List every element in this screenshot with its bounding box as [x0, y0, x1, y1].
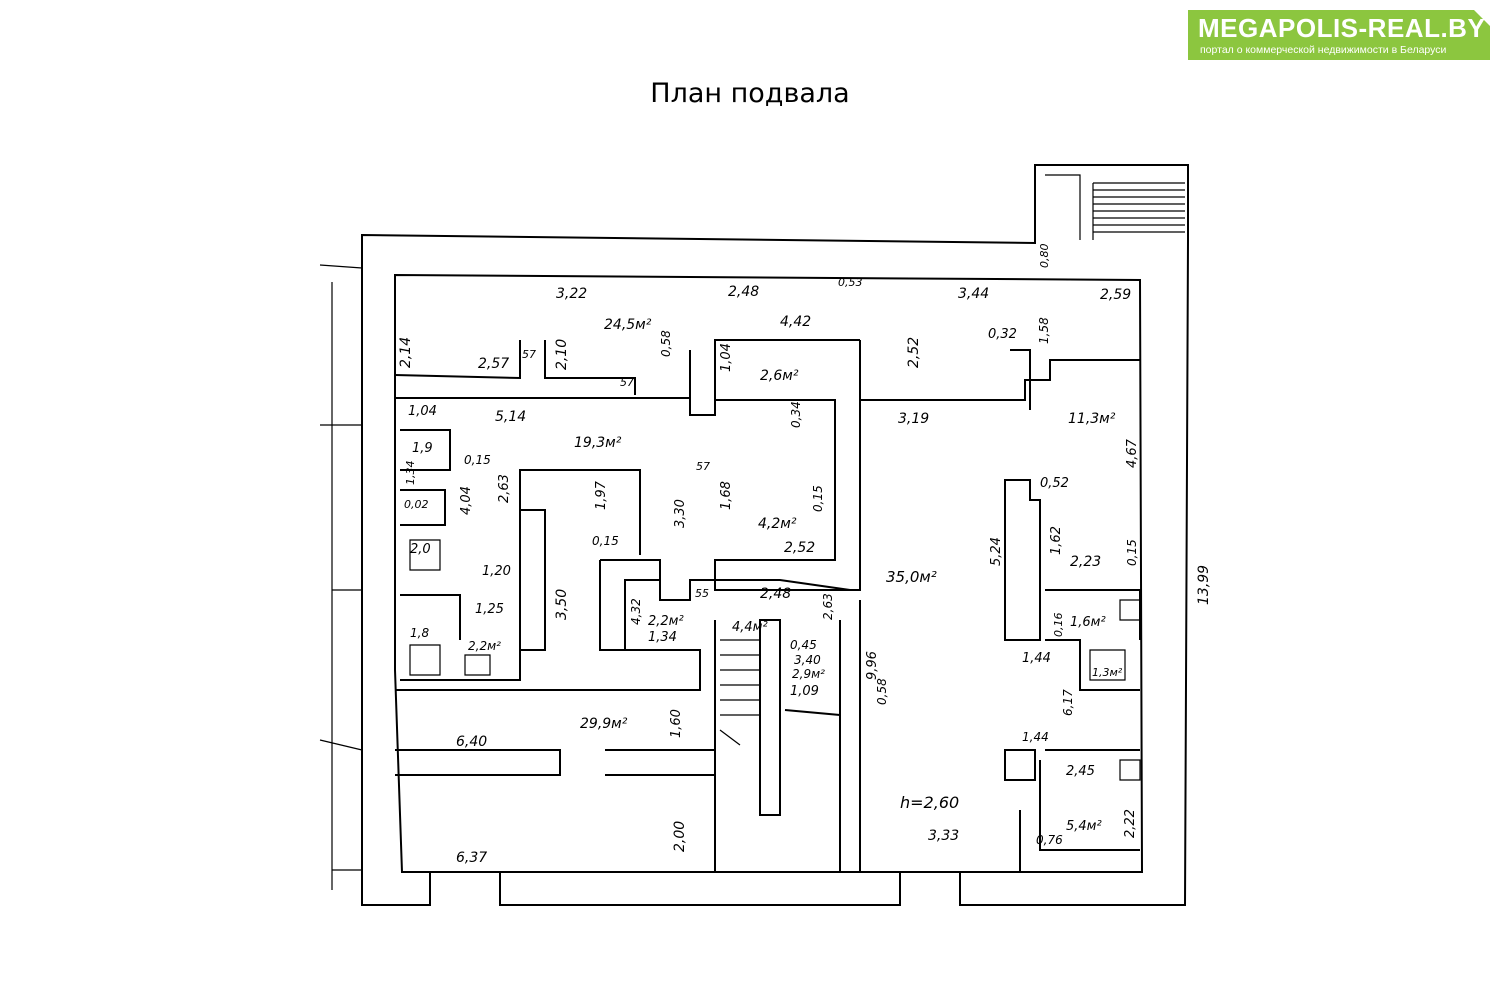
dim-label: 1,8: [410, 626, 429, 640]
dim-label: 1,09: [790, 684, 819, 699]
dim-label: 3,44: [958, 286, 989, 302]
dim-label: 0,15: [592, 534, 619, 548]
dim-label: 57: [522, 348, 536, 361]
inner-walls: [394, 339, 1141, 872]
dim-label: 1,9: [412, 441, 433, 456]
dim-label: 57: [620, 376, 634, 389]
dim-label: 2,2м²: [468, 639, 501, 653]
dim-label: 5,4м²: [1066, 819, 1102, 834]
dim-label: 1,04: [408, 404, 437, 419]
dim-label: 5,24: [989, 537, 1004, 566]
dim-label: 3,22: [556, 286, 587, 302]
dim-label: 3,40: [794, 653, 821, 667]
dim-label: 55: [695, 587, 709, 600]
dim-label: 1,44: [1022, 730, 1049, 744]
dim-label: 2,9м²: [792, 667, 825, 681]
dim-label: 1,20: [482, 564, 511, 579]
dim-label: 3,30: [673, 499, 688, 528]
dimension-labels: 3,22 2,48 0,53 3,44 0,80 2,59 2,14 2,57 …: [398, 244, 1212, 867]
dim-label: 4,67: [1125, 438, 1140, 468]
dim-label: 4,2м²: [758, 516, 797, 532]
dim-label: 1,6м²: [1070, 615, 1106, 630]
dim-label: 1,34: [404, 461, 417, 486]
dim-label: 0,15: [1125, 539, 1139, 566]
logo[interactable]: MEGAPOLIS-REAL.BY портал о коммерческой …: [1188, 10, 1490, 60]
dim-label: 2,59: [1100, 287, 1131, 303]
dim-label: 1,04: [719, 343, 734, 372]
logo-brand: MEGAPOLIS-REAL.BY: [1198, 13, 1486, 43]
dim-label: 4,4м²: [732, 620, 768, 635]
dim-label: 0,53: [838, 276, 863, 289]
dim-label: 24,5м²: [604, 317, 652, 333]
dim-label: 3,19: [898, 411, 929, 427]
dim-label: 13,99: [1196, 565, 1212, 605]
logo-tagline: портал о коммерческой недвижимости в Бел…: [1200, 44, 1447, 56]
dim-label: 4,32: [629, 598, 643, 625]
dim-label: 0,52: [1040, 476, 1069, 491]
dim-label: 19,3м²: [574, 435, 622, 451]
dim-label: 1,44: [1022, 651, 1051, 666]
logo-corner-fold: [1474, 10, 1490, 26]
dim-label: 4,42: [780, 314, 811, 330]
dim-label: 1,97: [594, 480, 609, 510]
dim-label: 1,34: [648, 630, 677, 645]
dim-label: 6,37: [456, 850, 487, 866]
dim-label: 0,32: [988, 327, 1017, 342]
dim-label: 2,22: [1123, 809, 1138, 838]
dim-label: 3,50: [554, 589, 570, 620]
dim-label: 1,60: [669, 709, 684, 738]
dim-label: 2,6м²: [760, 368, 799, 384]
dim-label: 0,15: [464, 453, 491, 467]
page-title: План подвала: [650, 78, 850, 109]
dim-label: 0,80: [1038, 244, 1051, 269]
dim-label: 2,63: [497, 474, 512, 503]
dim-label: 6,40: [456, 734, 487, 750]
dim-label: 11,3м²: [1068, 411, 1116, 427]
dim-label: 0,34: [789, 401, 803, 428]
dim-label: 4,04: [459, 486, 474, 515]
dim-label: 2,14: [398, 337, 414, 368]
dim-label: 1,68: [719, 481, 734, 510]
dim-label: 2,23: [1070, 554, 1101, 570]
dim-label: 9,96: [865, 651, 880, 680]
dim-label: 0,58: [659, 330, 673, 357]
dim-label: 3,33: [928, 828, 959, 844]
dim-label: 0,76: [1036, 833, 1063, 847]
dim-label: 57: [696, 460, 710, 473]
dim-label: 2,52: [784, 540, 815, 556]
dim-label: 5,14: [495, 409, 526, 425]
dim-label: 0,45: [790, 638, 817, 652]
dim-label: 1,3м²: [1092, 666, 1123, 679]
dim-label: h=2,60: [900, 793, 959, 812]
dim-label: 35,0м²: [886, 568, 937, 586]
dim-label: 2,2м²: [648, 614, 684, 629]
dim-label: 0,02: [404, 498, 429, 511]
dim-label: 2,48: [760, 586, 791, 602]
dim-label: 2,0: [410, 542, 431, 557]
dim-label: 1,58: [1037, 317, 1051, 344]
dim-label: 2,57: [478, 356, 509, 372]
dim-label: 1,25: [475, 602, 504, 617]
dim-label: 1,62: [1049, 526, 1064, 555]
dim-label: 2,10: [554, 339, 570, 370]
dim-label: 0,15: [811, 485, 825, 512]
dim-label: 2,63: [821, 593, 835, 620]
dim-label: 29,9м²: [580, 716, 628, 732]
dim-label: 2,45: [1066, 764, 1095, 779]
dim-label: 2,52: [906, 337, 922, 368]
dim-label: 0,16: [1052, 613, 1065, 638]
dim-label: 0,58: [875, 678, 889, 705]
outer-walls: [361, 164, 1189, 906]
dim-label: 2,00: [672, 821, 688, 852]
dim-label: 6,17: [1061, 689, 1075, 716]
left-neighbor-wall: [319, 264, 363, 890]
dim-label: 2,48: [728, 284, 759, 300]
